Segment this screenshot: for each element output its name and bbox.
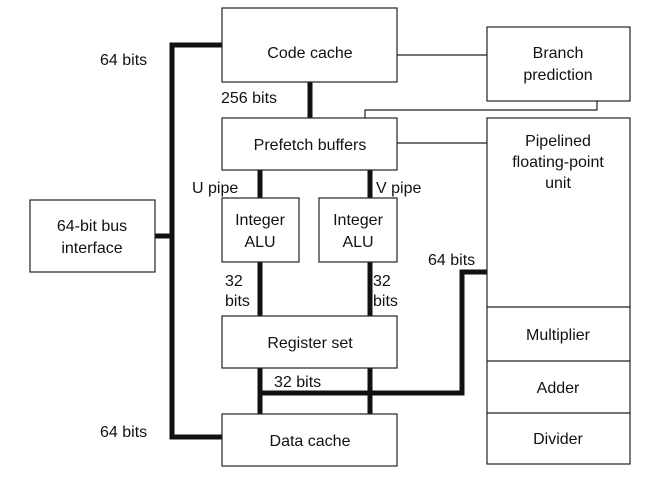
branch-prediction-block: Branch prediction bbox=[486, 26, 631, 102]
fpu-label-3: unit bbox=[545, 175, 571, 192]
branch-prediction-label-1: Branch bbox=[533, 45, 584, 62]
prefetch-buffers-label: Prefetch buffers bbox=[254, 137, 367, 154]
fpu-bus-width-64: 64 bits bbox=[428, 252, 475, 269]
integer-alu-u-label-1: Integer bbox=[235, 212, 285, 229]
main-left-bus bbox=[169, 42, 222, 440]
bus-width-64-bottom: 64 bits bbox=[100, 424, 147, 441]
adder-label: Adder bbox=[537, 380, 580, 397]
prefetch-buffers-block: Prefetch buffers bbox=[221, 117, 398, 171]
v-pipe-label: V pipe bbox=[376, 180, 421, 197]
data-cache-label: Data cache bbox=[270, 433, 351, 450]
integer-alu-v-label-2: ALU bbox=[342, 234, 373, 251]
register-set-label: Register set bbox=[267, 335, 353, 352]
register-bus-width-32: 32 bits bbox=[274, 374, 321, 391]
integer-alu-u-label-2: ALU bbox=[244, 234, 275, 251]
bus-width-64-top: 64 bits bbox=[100, 52, 147, 69]
fpu-data-bus bbox=[260, 269, 487, 396]
fpu-label-1: Pipelined bbox=[525, 133, 591, 150]
register-set-block: Register set bbox=[221, 315, 398, 369]
u-bus-width-32-unit: bits bbox=[225, 293, 250, 310]
bus-interface-label-2: interface bbox=[61, 240, 122, 257]
bus-interface-label-1: 64-bit bus bbox=[57, 218, 127, 235]
bus-width-256: 256 bits bbox=[221, 90, 277, 107]
divider-label: Divider bbox=[533, 431, 583, 448]
integer-alu-u-block: Integer ALU bbox=[221, 197, 300, 263]
code-cache-label: Code cache bbox=[267, 45, 352, 62]
multiplier-label: Multiplier bbox=[526, 327, 591, 344]
prefetch-branch-link bbox=[364, 101, 598, 118]
code-cache-block: Code cache bbox=[221, 7, 398, 83]
v-bus-width-32-unit: bits bbox=[373, 293, 398, 310]
integer-alu-v-label-1: Integer bbox=[333, 212, 383, 229]
fpu-block: Pipelined floating-point unit Multiplier… bbox=[486, 117, 631, 465]
bus-interface-block: 64-bit bus interface bbox=[29, 199, 156, 273]
v-bus-width-32-number: 32 bbox=[373, 273, 391, 290]
u-bus-width-32-number: 32 bbox=[225, 273, 243, 290]
fpu-label-2: floating-point bbox=[512, 154, 604, 171]
data-cache-block: Data cache bbox=[221, 413, 398, 467]
branch-prediction-label-2: prediction bbox=[523, 67, 592, 84]
u-pipe-label: U pipe bbox=[192, 180, 238, 197]
integer-alu-v-block: Integer ALU bbox=[318, 197, 398, 263]
